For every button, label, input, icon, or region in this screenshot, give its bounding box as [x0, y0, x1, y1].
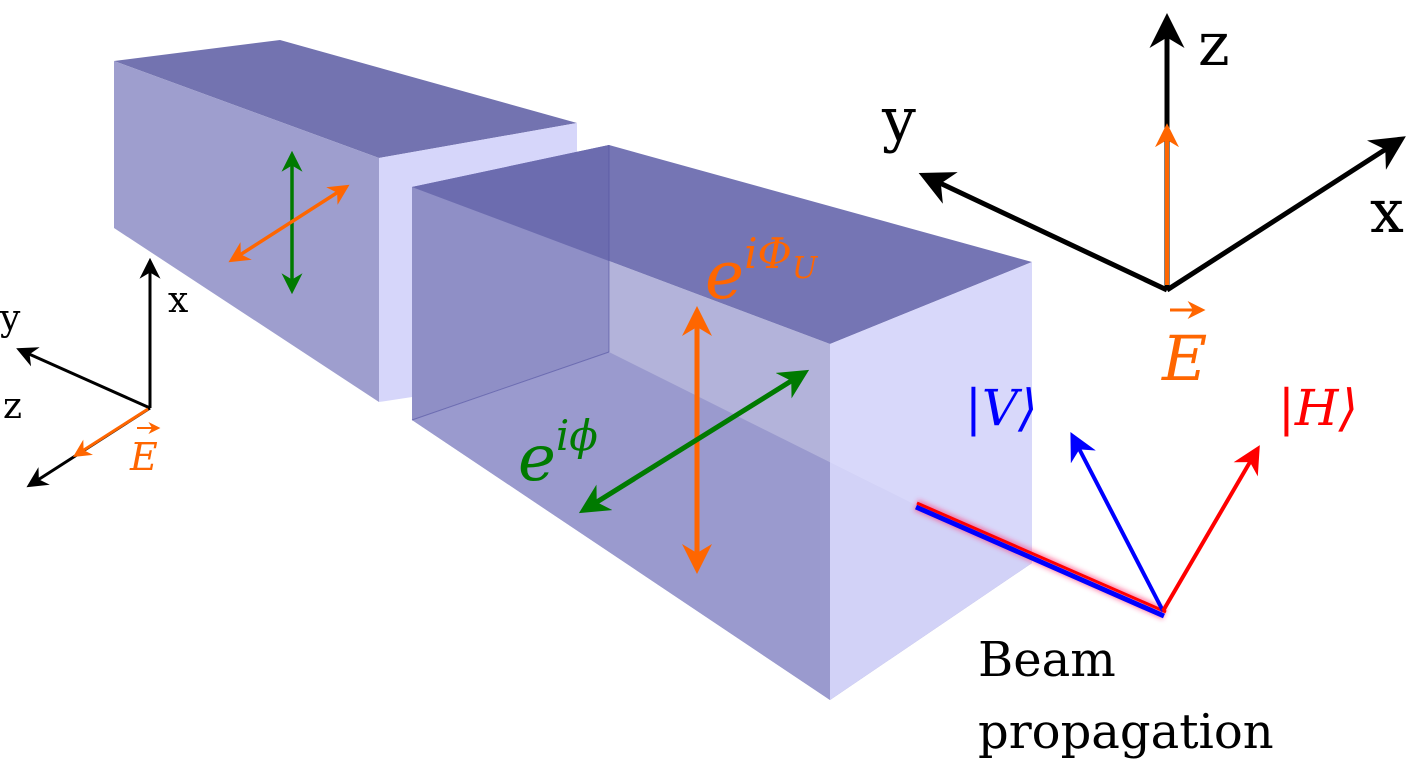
beam-blue-line — [914, 504, 1166, 619]
axis-right-y-label: y — [881, 85, 916, 155]
state-vectors: |V⟩ |H⟩ — [965, 379, 1358, 613]
field-vector-right-label: E — [1161, 301, 1207, 395]
crystal-back-top-face — [114, 40, 577, 158]
beam-label-line1: Beam — [978, 632, 1116, 688]
field-vector-left-arrow — [72, 407, 149, 457]
h-state-label: |H⟩ — [1278, 379, 1358, 437]
axis-right-y — [918, 172, 1169, 293]
axis-left-y-label: y — [0, 298, 21, 339]
axes-left: x y z E — [0, 257, 188, 488]
beam — [913, 499, 1168, 620]
crystal-back-orange-arrow — [228, 184, 350, 263]
field-vector-left-label: E — [129, 422, 161, 479]
v-state-label: |V⟩ — [965, 379, 1037, 437]
crystal-front-inner-edge-2 — [411, 351, 610, 421]
axis-left-x-label: x — [168, 280, 188, 321]
phase-upper-label: eiΦU — [705, 229, 819, 314]
phase-lower-label: eiϕ — [518, 411, 598, 496]
field-vector-left-text: E — [129, 435, 158, 479]
axes-right: z y x E — [881, 10, 1406, 395]
crystal-front-green-arrow — [578, 369, 810, 514]
crystal-front: eiΦU eiϕ — [411, 145, 1032, 700]
crystal-front-end-face — [830, 262, 1032, 700]
beam-red-line — [916, 501, 1167, 614]
axis-right-x — [1165, 136, 1406, 293]
h-state-arrow — [1161, 445, 1260, 613]
field-vector-right-text: E — [1161, 322, 1207, 395]
axis-right-x-label: x — [1370, 177, 1404, 247]
beam-label-line2: propagation — [978, 704, 1274, 760]
axis-left-z-label: z — [3, 386, 22, 427]
axis-right-z-label: z — [1198, 10, 1230, 80]
axis-left-y — [16, 347, 151, 410]
crystal-front-top-face — [412, 145, 1032, 344]
v-state-arrow — [1070, 432, 1165, 612]
